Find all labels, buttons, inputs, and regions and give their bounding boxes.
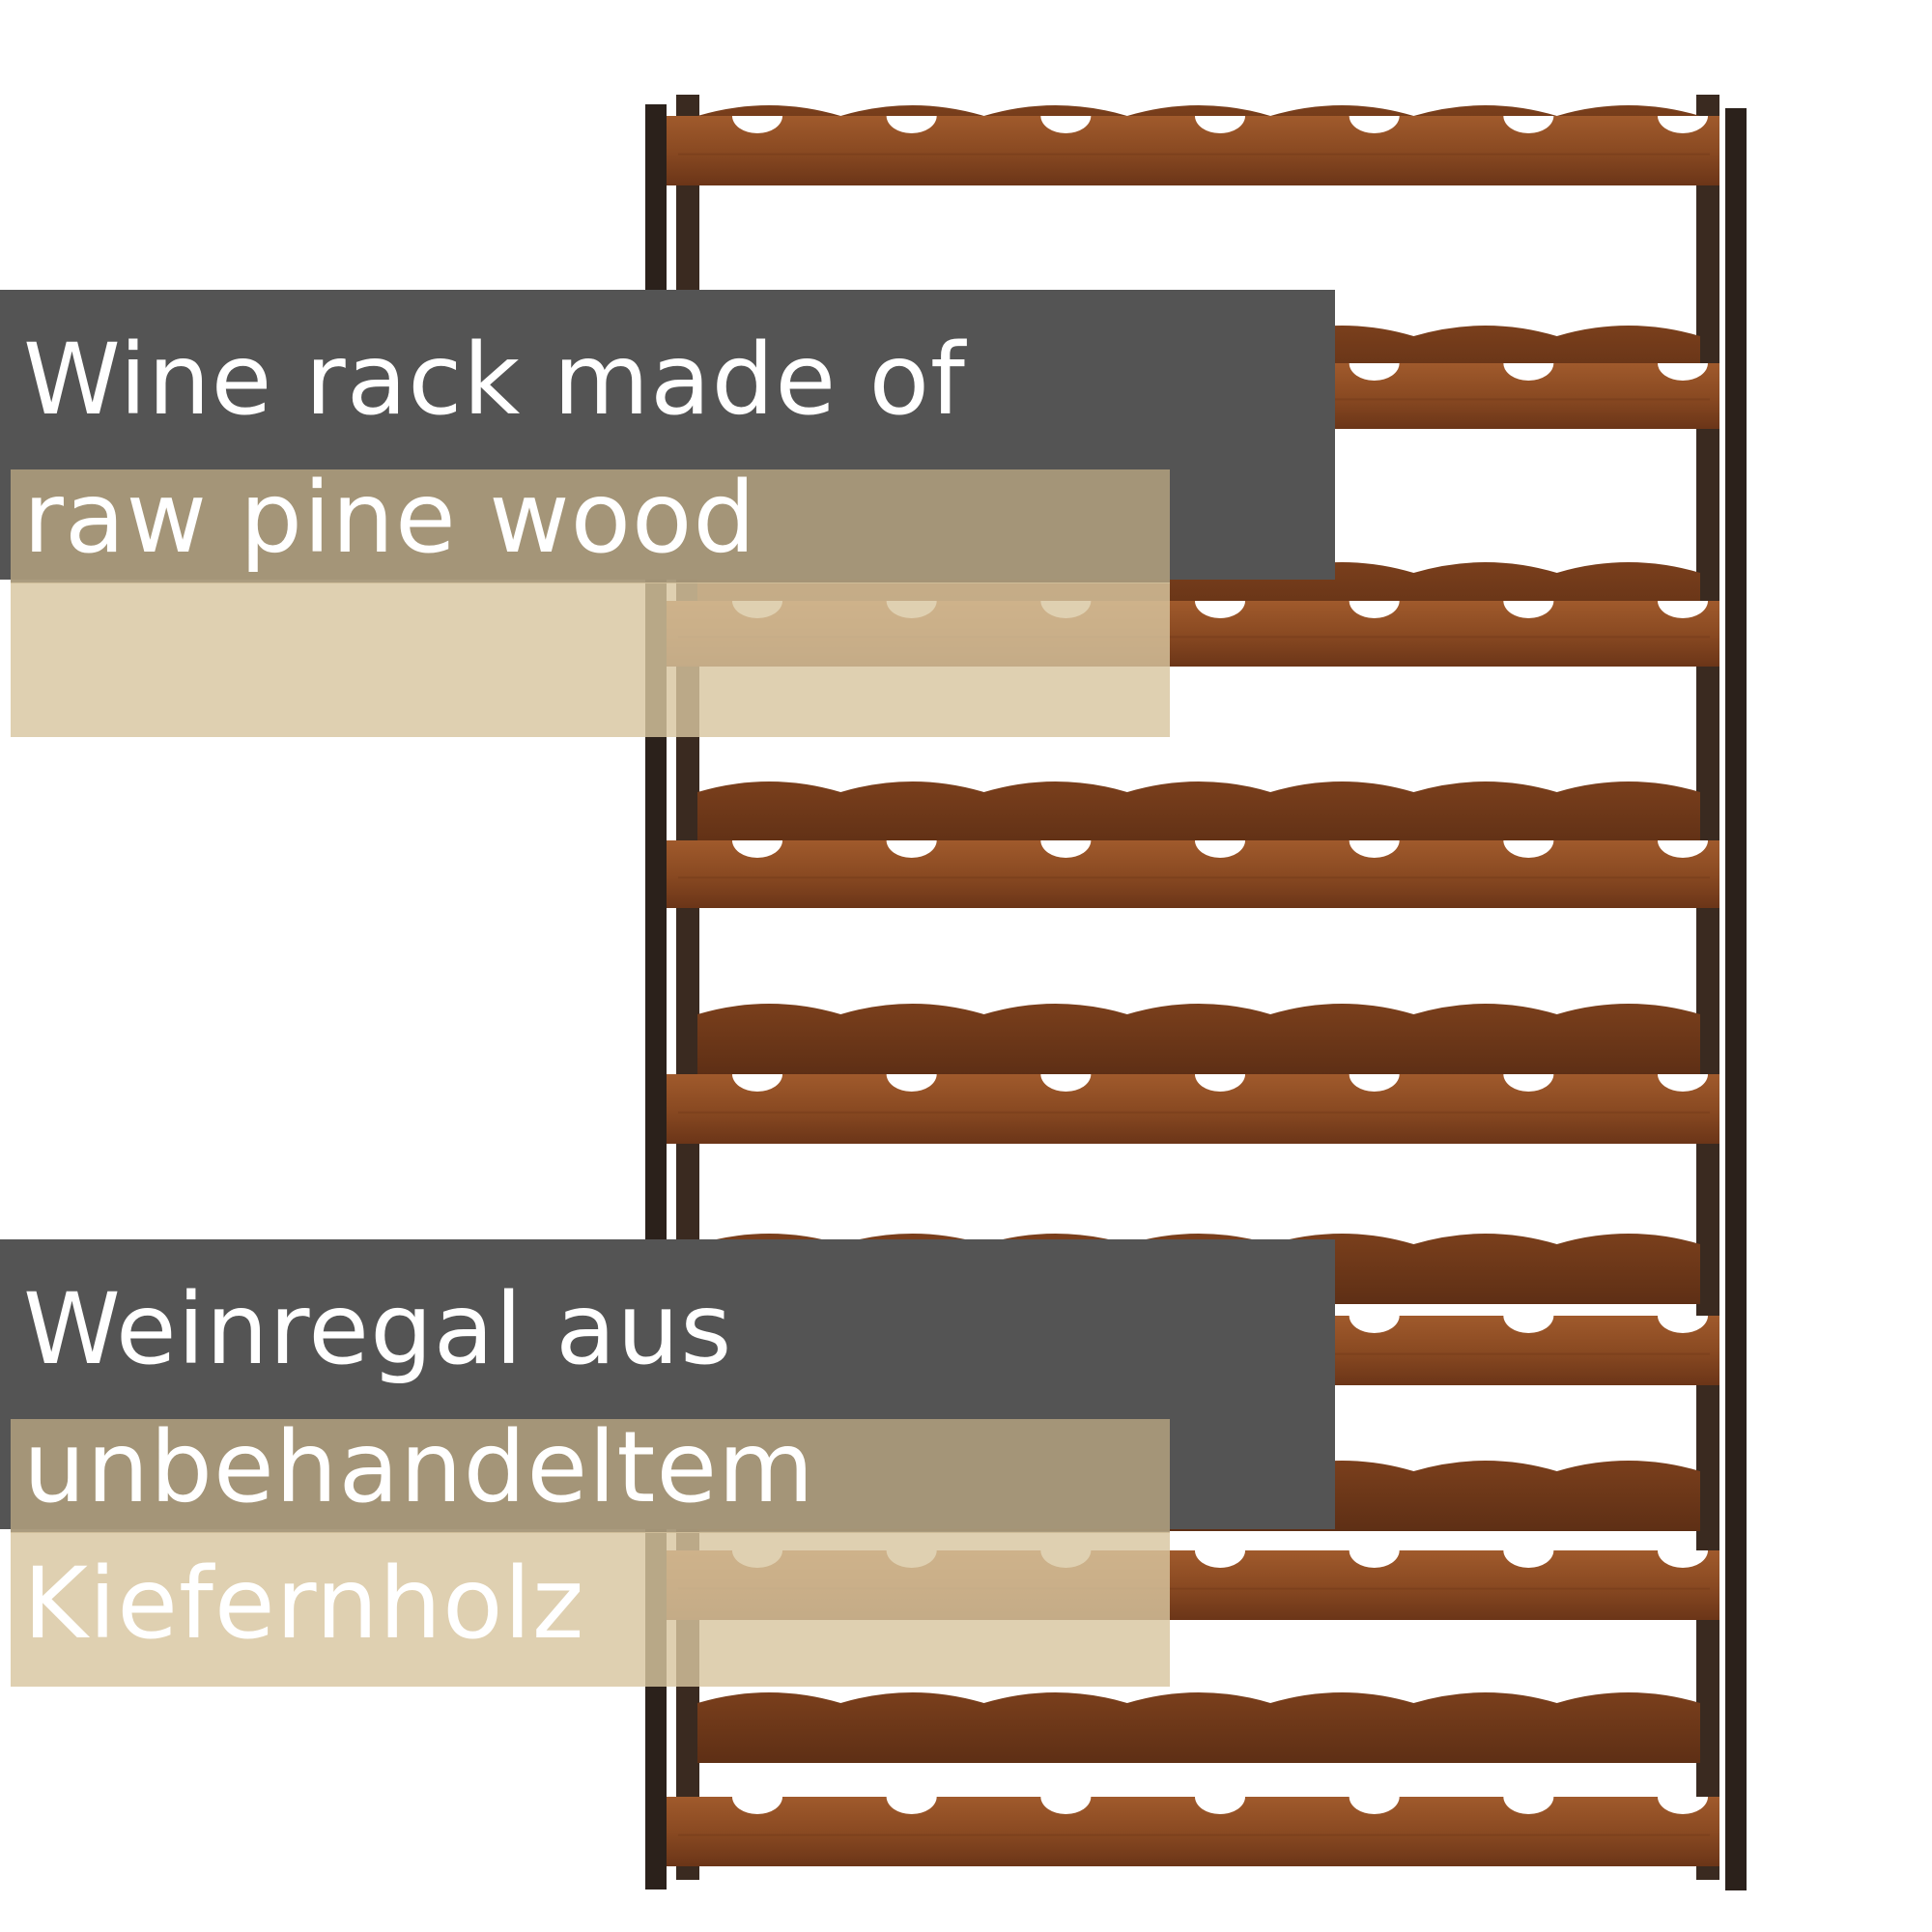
rack-bottle-slot-1-5 <box>1349 116 1400 133</box>
rack-bottle-slot-7-7 <box>1658 1550 1708 1568</box>
rack-bottle-slot-4-1 <box>732 840 782 858</box>
caption-de-line1: Weinregal aus <box>23 1272 733 1387</box>
caption-de-tan-band <box>11 1419 1170 1533</box>
rack-bottle-slot-5-7 <box>1658 1074 1708 1092</box>
rack-bottle-slot-2-6 <box>1503 363 1554 381</box>
rack-bottle-slot-4-4 <box>1195 840 1245 858</box>
rack-bottle-slot-7-6 <box>1503 1550 1554 1568</box>
rack-bottle-slot-8-2 <box>886 1797 937 1814</box>
rack-bottle-slot-8-1 <box>732 1797 782 1814</box>
rack-bottle-slot-4-2 <box>886 840 937 858</box>
rack-bottle-slot-5-1 <box>732 1074 782 1092</box>
rack-bottle-slot-8-7 <box>1658 1797 1708 1814</box>
rack-bottle-slot-5-5 <box>1349 1074 1400 1092</box>
rack-back-board-4 <box>697 781 1700 852</box>
rack-back-board-5 <box>697 1004 1700 1074</box>
rack-bottle-slot-5-4 <box>1195 1074 1245 1092</box>
rack-bottle-slot-7-4 <box>1195 1550 1245 1568</box>
caption-de-line2: unbehandeltem <box>23 1410 815 1525</box>
rack-bottle-slot-2-7 <box>1658 363 1708 381</box>
rack-front-board-8 <box>667 1797 1719 1866</box>
caption-en-line2: raw pine wood <box>23 461 757 576</box>
caption-en-tan-band <box>11 469 1170 583</box>
rack-bottle-slot-1-3 <box>1040 116 1092 133</box>
rack-bottle-slot-1-6 <box>1503 116 1554 133</box>
rack-bottle-slot-8-4 <box>1195 1797 1245 1814</box>
rack-bottle-slot-1-4 <box>1195 116 1245 133</box>
rack-bottle-slot-7-5 <box>1349 1550 1400 1568</box>
rack-back-board-8 <box>697 1692 1700 1763</box>
caption-en-line1: Wine rack made of <box>23 323 966 438</box>
rack-bottle-slot-6-7 <box>1658 1316 1708 1333</box>
caption-de-cream-band <box>11 1532 1170 1687</box>
rack-bottle-slot-4-5 <box>1349 840 1400 858</box>
caption-en-cream-band <box>11 582 1170 737</box>
rack-shelves <box>667 105 1719 1866</box>
rack-bottle-slot-5-2 <box>886 1074 937 1092</box>
rack-bottle-slot-8-3 <box>1040 1797 1092 1814</box>
rack-post-right-front <box>1725 108 1747 1890</box>
rack-bottle-slot-5-3 <box>1040 1074 1092 1092</box>
rack-bottle-slot-8-5 <box>1349 1797 1400 1814</box>
rack-bottle-slot-3-6 <box>1503 601 1554 618</box>
rack-bottle-slot-4-3 <box>1040 840 1092 858</box>
rack-bottle-slot-1-7 <box>1658 116 1708 133</box>
rack-bottle-slot-6-5 <box>1349 1316 1400 1333</box>
rack-bottle-slot-1-1 <box>732 116 782 133</box>
caption-de-line3: Kiefernholz <box>23 1547 585 1662</box>
rack-bottle-slot-1-2 <box>886 116 937 133</box>
rack-front-board-5 <box>667 1074 1719 1144</box>
rack-bottle-slot-2-5 <box>1349 363 1400 381</box>
rack-bottle-slot-8-6 <box>1503 1797 1554 1814</box>
rack-bottle-slot-3-5 <box>1349 601 1400 618</box>
rack-front-board-1 <box>667 116 1719 185</box>
rack-bottle-slot-3-7 <box>1658 601 1708 618</box>
rack-bottle-slot-5-6 <box>1503 1074 1554 1092</box>
rack-bottle-slot-4-7 <box>1658 840 1708 858</box>
rack-bottle-slot-4-6 <box>1503 840 1554 858</box>
rack-front-board-4 <box>667 840 1719 908</box>
rack-bottle-slot-3-4 <box>1195 601 1245 618</box>
rack-bottle-slot-6-6 <box>1503 1316 1554 1333</box>
